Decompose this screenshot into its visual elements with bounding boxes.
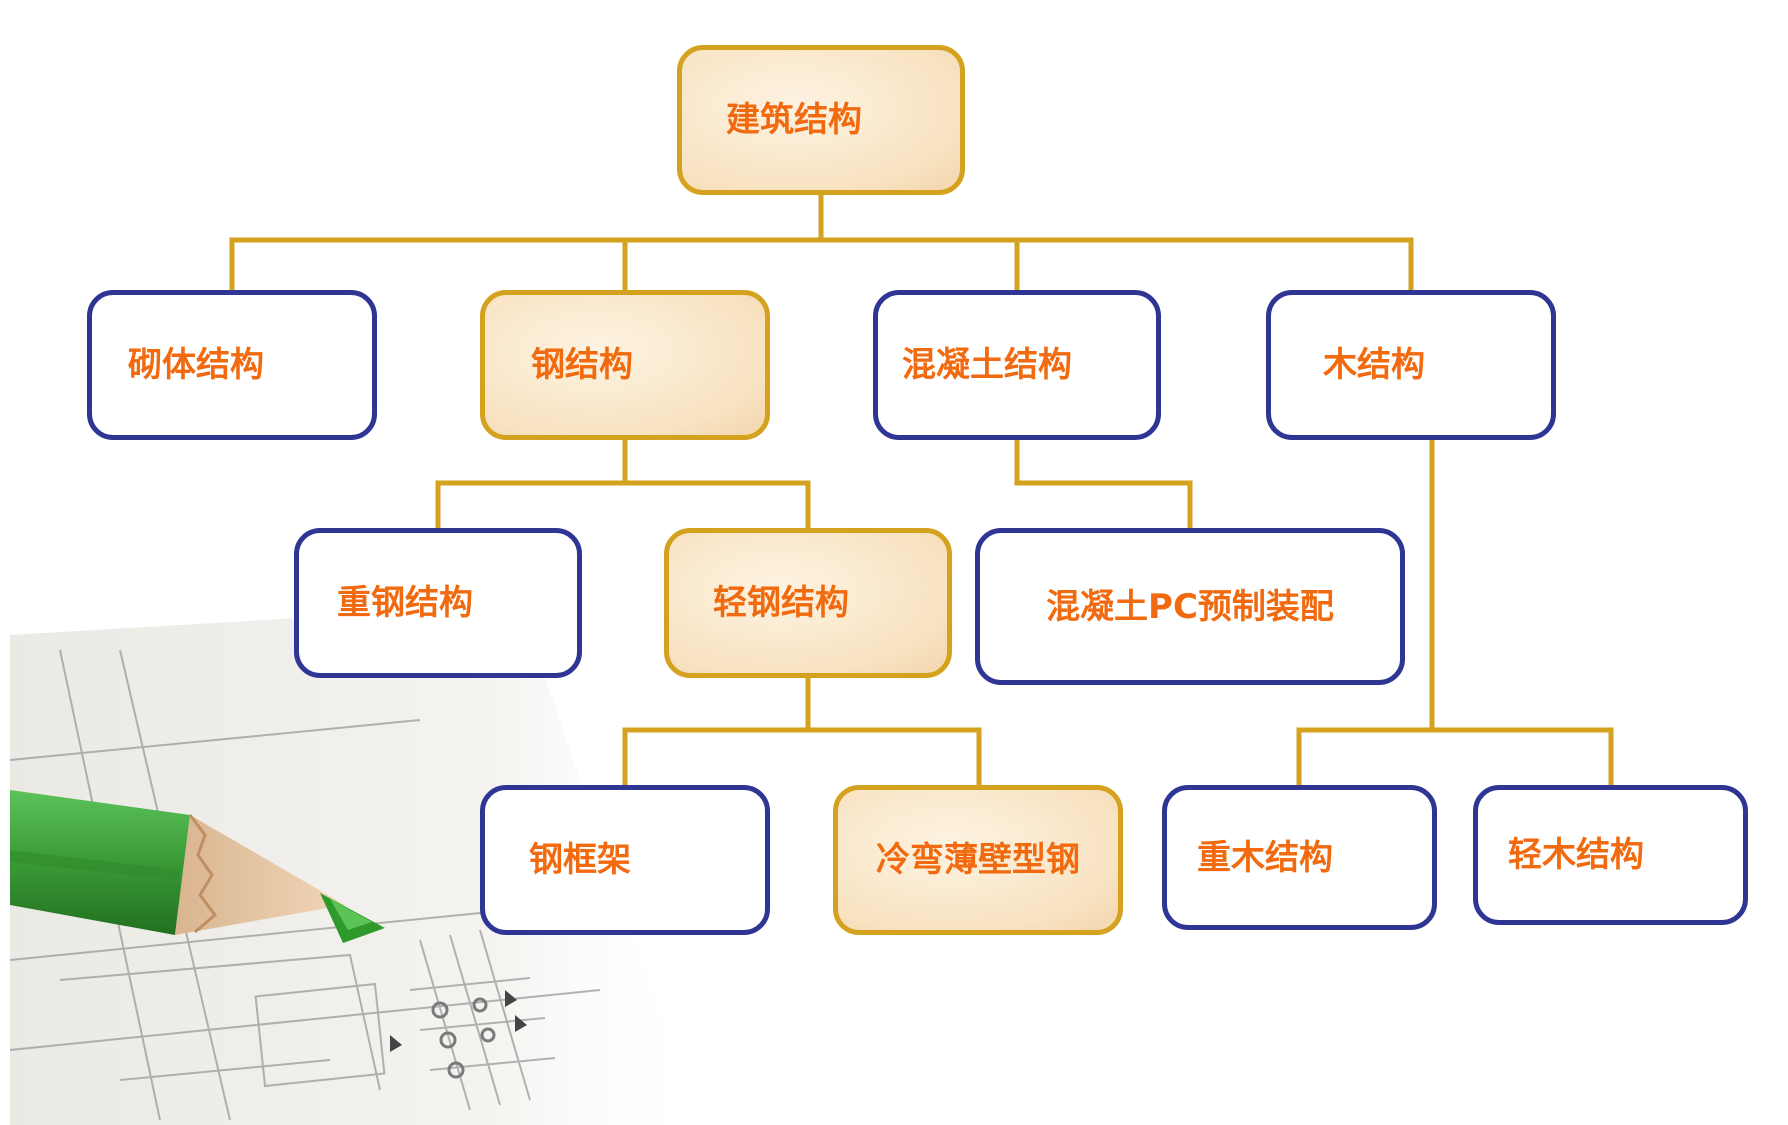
node-label: 钢结构 [531, 345, 633, 385]
node-light-timber-structure: 轻木结构 [1473, 785, 1748, 925]
node-label: 轻钢结构 [713, 583, 849, 623]
node-cold-formed-steel: 冷弯薄壁型钢 [833, 785, 1123, 935]
node-timber-structure: 木结构 [1266, 290, 1556, 440]
node-steel-structure: 钢结构 [480, 290, 770, 440]
node-concrete-structure: 混凝土结构 [873, 290, 1161, 440]
node-light-steel-structure: 轻钢结构 [664, 528, 952, 678]
node-building-structure: 建筑结构 [677, 45, 965, 195]
node-heavy-steel-structure: 重钢结构 [294, 528, 582, 678]
node-label: 砌体结构 [128, 345, 264, 385]
node-label: 冷弯薄壁型钢 [876, 840, 1080, 880]
node-label: 建筑结构 [726, 100, 862, 140]
connector-lines [229, 192, 1614, 788]
pencil-illustration [10, 790, 385, 943]
node-label: 重钢结构 [337, 583, 473, 623]
node-label: 混凝土PC预制装配 [1046, 586, 1334, 627]
node-label: 钢框架 [529, 840, 631, 880]
node-label: 混凝土结构 [902, 345, 1072, 385]
node-label: 轻木结构 [1508, 835, 1644, 875]
node-masonry-structure: 砌体结构 [87, 290, 377, 440]
node-heavy-timber-structure: 重木结构 [1162, 785, 1437, 930]
blueprint-illustration [9, 605, 700, 1125]
node-concrete-pc-prefab: 混凝土PC预制装配 [975, 528, 1405, 685]
node-label: 木结构 [1323, 345, 1425, 385]
node-steel-frame: 钢框架 [480, 785, 770, 935]
node-label: 重木结构 [1197, 837, 1333, 878]
